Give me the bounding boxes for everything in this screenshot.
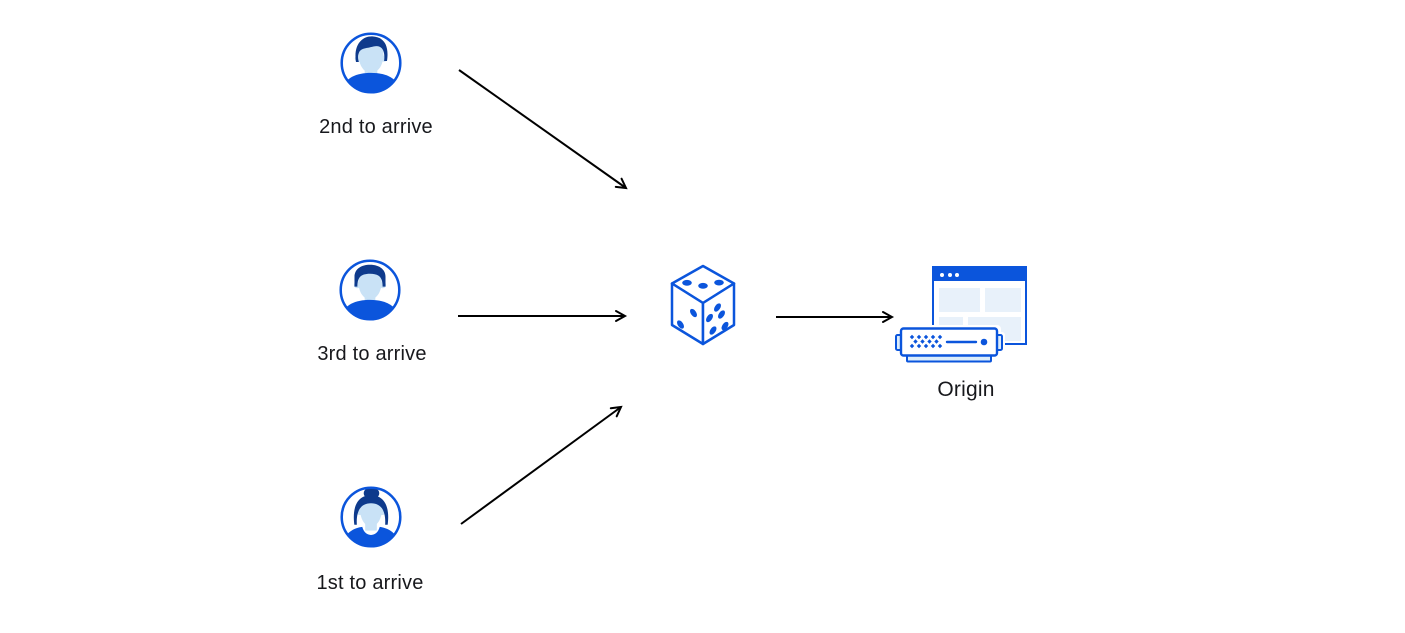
server-led-grid bbox=[909, 334, 943, 349]
user-label-1st: 1st to arrive bbox=[316, 572, 424, 594]
server-icon bbox=[893, 325, 1005, 370]
titlebar-dot bbox=[947, 272, 952, 277]
man-side-part-avatar-icon bbox=[339, 31, 403, 100]
dice-icon bbox=[668, 263, 738, 352]
arrow-user1st-to-dice bbox=[460, 405, 623, 525]
titlebar-dot bbox=[940, 272, 944, 277]
content-pane bbox=[939, 288, 980, 312]
woman-bun-avatar-icon bbox=[339, 485, 403, 554]
titlebar-dot bbox=[955, 272, 959, 277]
man-flat-top-avatar-icon bbox=[338, 258, 402, 327]
arrow-user2nd-to-dice bbox=[458, 69, 628, 190]
browser-titlebar bbox=[934, 268, 1025, 281]
user-label-3rd: 3rd to arrive bbox=[317, 343, 427, 365]
user-label-2nd: 2nd to arrive bbox=[319, 116, 433, 138]
origin-label: Origin bbox=[937, 378, 995, 401]
content-pane bbox=[985, 288, 1021, 312]
